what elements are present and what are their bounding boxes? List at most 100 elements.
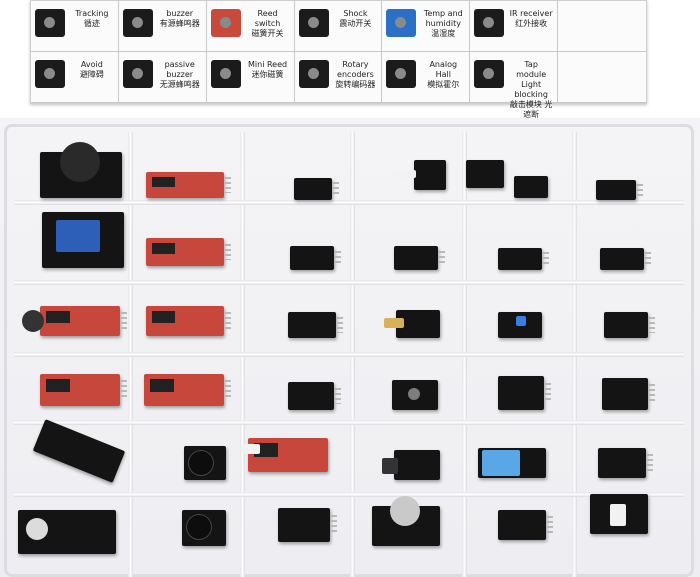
legend-label-zh: 红外接收	[515, 19, 548, 28]
legend-label-en: Reed switch	[254, 9, 281, 28]
obstacle-avoid-module	[18, 510, 116, 554]
box-rim	[4, 124, 694, 577]
module-thumbnail	[474, 9, 505, 37]
header-pins	[644, 252, 651, 266]
sensor-can	[382, 458, 398, 474]
module-thumbnail	[210, 60, 241, 88]
encoder-knob	[390, 496, 420, 526]
black-sensor-module	[290, 246, 341, 270]
header-pins	[224, 243, 231, 261]
black-sensor-module	[498, 376, 551, 410]
module-thumbnail	[298, 9, 329, 37]
black-sensor-module	[604, 312, 655, 338]
buzzer-module	[184, 446, 226, 480]
legend-label-zh: 循迹	[83, 19, 100, 28]
module-thumbnail	[122, 60, 153, 88]
microphone-component	[22, 310, 44, 332]
red-sensor-module	[144, 374, 231, 406]
passive-buzzer-module	[182, 510, 226, 546]
module-thumbnail	[386, 60, 417, 88]
red-sensor-module	[40, 374, 127, 406]
compartment-divider	[14, 352, 684, 357]
black-sensor-module	[598, 448, 653, 478]
black-sensor-module	[514, 176, 548, 198]
black-sensor-module	[394, 246, 445, 270]
black-sensor-module	[288, 382, 341, 410]
header-pins	[224, 380, 231, 400]
header-pins	[224, 312, 231, 330]
rotary-encoder-module	[372, 496, 440, 546]
black-sensor-module	[394, 160, 446, 190]
header-pins	[334, 387, 341, 405]
black-sensor-module	[600, 248, 651, 270]
header-pins	[648, 384, 655, 404]
module-thumbnail	[210, 9, 241, 37]
header-pins	[648, 317, 655, 333]
compartment-divider	[14, 420, 684, 425]
header-pins	[438, 250, 445, 266]
compartment-divider	[14, 280, 684, 285]
black-sensor-module	[294, 178, 339, 200]
module-thumbnail	[298, 60, 329, 88]
light-blocking-module	[590, 494, 648, 534]
black-sensor-module	[288, 312, 343, 338]
legend-label-zh: 避障碍	[79, 70, 104, 79]
reed-switch-module	[242, 438, 328, 472]
dht-temp-humidity-module	[478, 448, 546, 478]
header-pins	[120, 380, 127, 400]
header-pins	[334, 250, 341, 266]
legend-cell-empty	[558, 52, 646, 103]
legend-label-en: passive buzzer	[164, 60, 195, 79]
header-pins	[646, 454, 653, 472]
red-sensor-module	[146, 238, 231, 266]
legend-label-en: Tracking	[75, 9, 109, 18]
legend-label-zh: 温湿度	[431, 29, 456, 38]
black-sensor-module	[392, 380, 438, 410]
joystick-module	[40, 142, 122, 198]
compartment-divider	[14, 492, 684, 497]
legend-label-zh: 迷你磁簧	[251, 70, 284, 79]
relay-block	[56, 220, 100, 252]
header-pins	[330, 514, 337, 536]
legend-label-zh: 有源蜂鸣器	[159, 19, 200, 28]
header-pins	[336, 317, 343, 333]
compartment-divider	[14, 200, 684, 205]
legend-cell-empty	[558, 1, 646, 52]
header-pins	[332, 182, 339, 196]
legend-label-zh: 无源蜂鸣器	[159, 80, 200, 89]
joystick-cap	[60, 142, 100, 182]
legend-label-en: Tap module Light blocking	[514, 60, 548, 99]
header-pins	[120, 312, 127, 330]
black-sensor-module	[382, 450, 440, 480]
legend-label-en: IR receiver	[509, 9, 553, 18]
legend-label-zh: 旋转编码器	[335, 80, 376, 89]
header-pins	[542, 252, 549, 266]
legend-label-en: Mini Reed	[248, 60, 288, 69]
legend-label-en: Temp and humidity	[423, 9, 463, 28]
legend-label-en: Rotary encoders	[337, 60, 374, 79]
header-pins	[224, 177, 231, 193]
analog-hall-module	[498, 510, 553, 540]
